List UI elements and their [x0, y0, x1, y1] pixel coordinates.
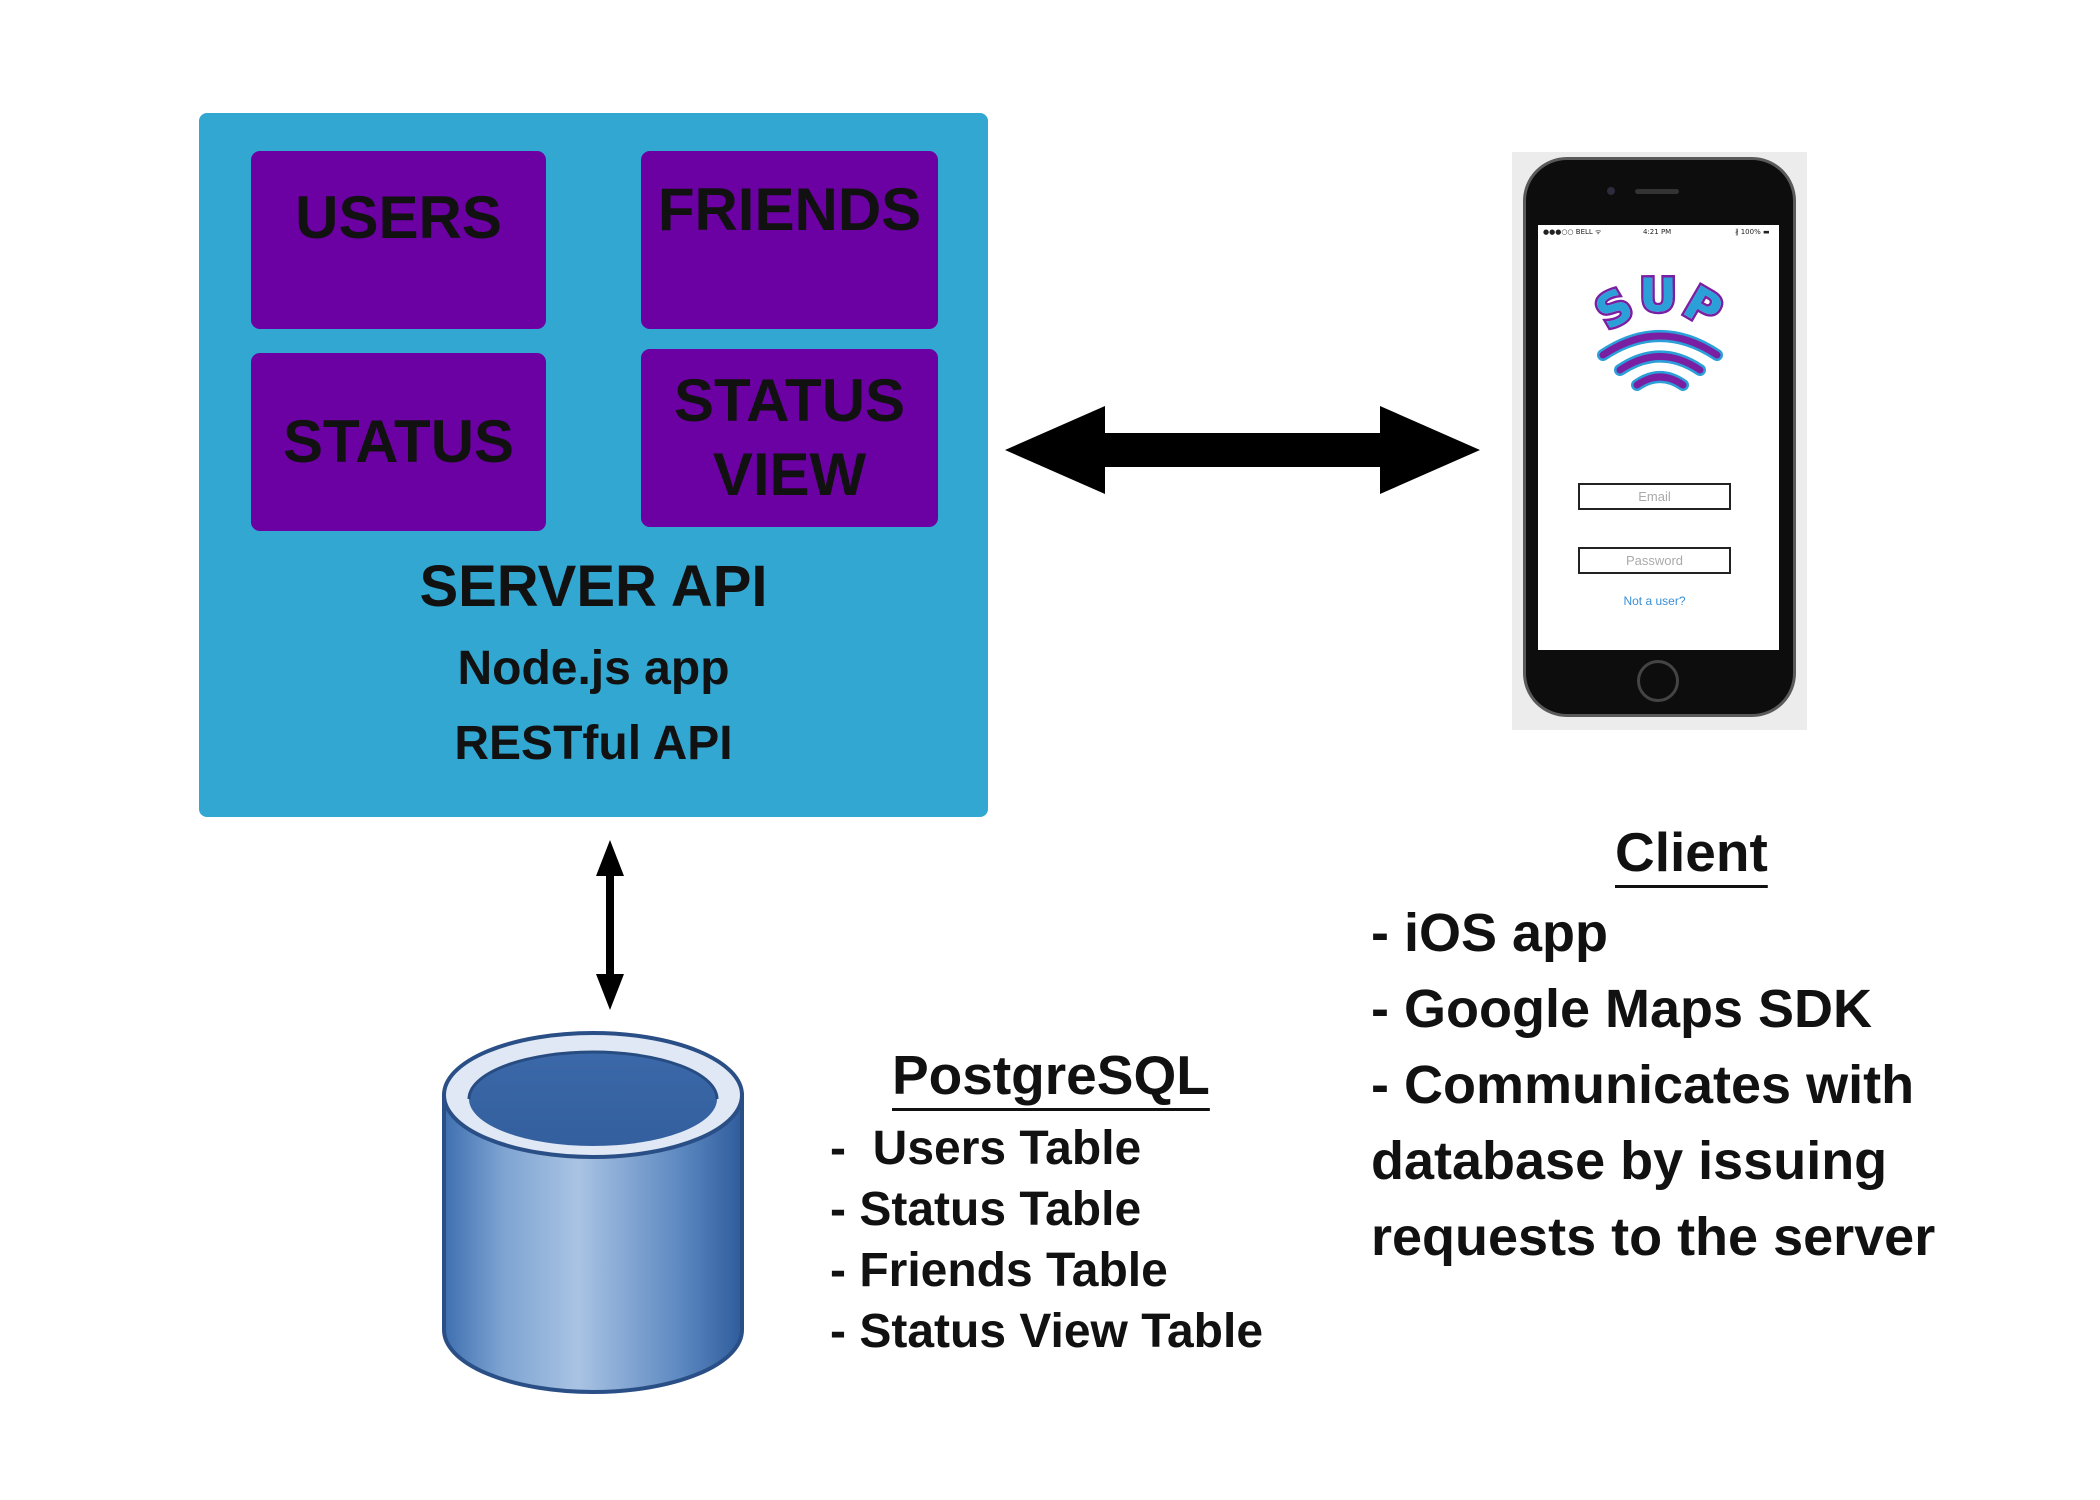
status-view-label-line2: VIEW: [712, 441, 867, 508]
email-field[interactable]: Email: [1578, 483, 1731, 510]
friends-module-label: FRIENDS: [657, 176, 922, 243]
server-subtitle-restful: RESTful API: [454, 717, 733, 770]
phone-screen: [1538, 225, 1779, 650]
postgresql-heading: PostgreSQL: [892, 1044, 1210, 1106]
server-subtitle-nodejs: Node.js app: [457, 642, 730, 695]
client-item: - Google Maps SDK: [1371, 979, 1873, 1039]
server-title: SERVER API: [419, 554, 768, 619]
status-module-label: STATUS: [282, 408, 515, 475]
friends-module: FRIENDS: [641, 151, 938, 329]
client-heading: Client: [1615, 821, 1768, 883]
status-view-module: STATUS VIEW: [641, 349, 938, 527]
table-list-item: - Friends Table: [830, 1244, 1168, 1297]
client-item: - Communicates with: [1371, 1055, 1915, 1115]
server-api-panel: USERS FRIENDS STATUS STATUS VIEW SERVER …: [199, 113, 988, 817]
client-item: requests to the server: [1371, 1207, 1936, 1267]
status-view-label-line1: STATUS: [673, 367, 906, 434]
status-bar-battery: ∦ 100% ▬: [1735, 228, 1770, 236]
not-a-user-link[interactable]: Not a user?: [1623, 594, 1686, 608]
database-icon: [442, 1031, 744, 1394]
client-item: - iOS app: [1371, 903, 1609, 963]
users-module-label: USERS: [295, 184, 502, 251]
client-feature-list: - iOS app - Google Maps SDK - Communicat…: [1371, 895, 1935, 1275]
speaker-icon: [1635, 189, 1679, 194]
table-list-item: - Status View Table: [830, 1305, 1264, 1358]
password-field[interactable]: Password: [1578, 547, 1731, 574]
database-table-list: - Users Table - Status Table - Friends T…: [830, 1118, 1263, 1362]
status-bar-carrier: ●●●○○ BELL ᯤ: [1543, 228, 1602, 236]
status-bar-time: 4:21 PM: [1643, 228, 1672, 236]
server-client-double-arrow: [1005, 406, 1480, 494]
client-item: database by issuing: [1371, 1131, 1888, 1191]
home-button[interactable]: [1637, 660, 1679, 702]
table-list-item: - Users Table: [830, 1122, 1142, 1175]
status-module: STATUS: [251, 353, 546, 531]
users-module: USERS: [251, 151, 546, 329]
table-list-item: - Status Table: [830, 1183, 1142, 1236]
svg-text:SUP: SUP: [1586, 275, 1734, 340]
sup-logo-icon: SUP SUP: [1584, 275, 1734, 391]
sup-logo-text: SUP: [1584, 275, 1734, 343]
camera-icon: [1607, 187, 1615, 195]
server-database-double-arrow: [596, 840, 624, 1010]
